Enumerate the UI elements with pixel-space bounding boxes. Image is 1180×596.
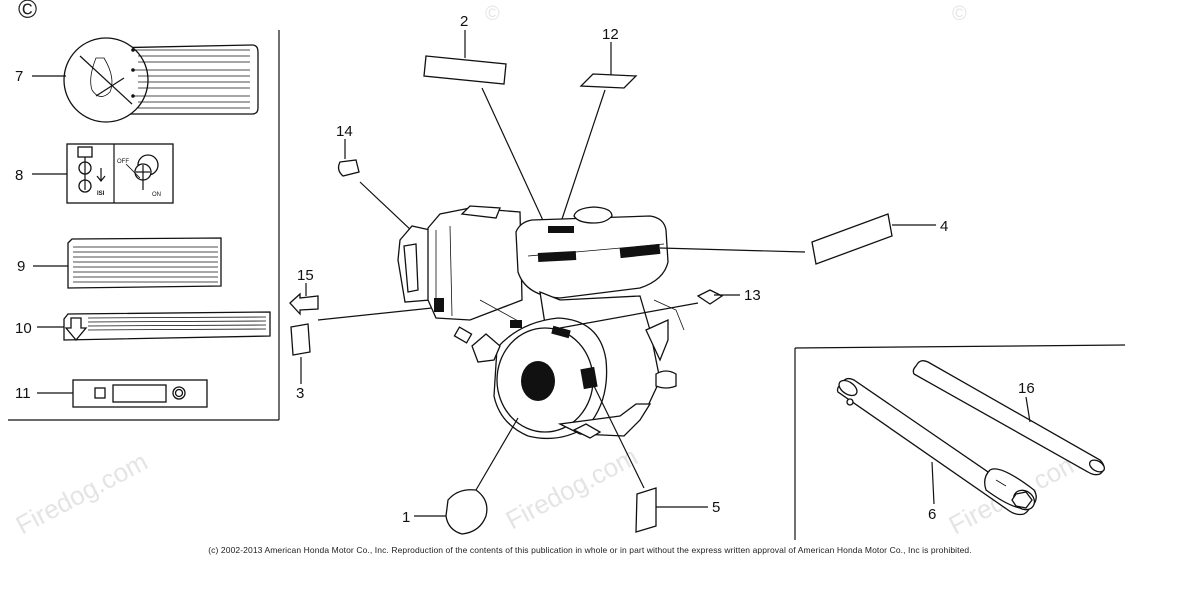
part-10-arrow-strip-label[interactable] [63, 311, 271, 342]
part-12-label[interactable] [579, 73, 638, 89]
leader-line [593, 385, 645, 489]
part-2-label[interactable] [423, 55, 507, 85]
part-4-label[interactable] [811, 213, 893, 265]
leader-line [481, 87, 553, 241]
part-13-tag[interactable] [696, 289, 724, 305]
leader-line [559, 89, 606, 226]
part-9-text-label[interactable] [67, 237, 222, 289]
part-5-label[interactable] [635, 487, 657, 533]
leader-line [1025, 396, 1031, 423]
callout-7: 7 [15, 68, 23, 85]
callout-6: 6 [928, 506, 936, 523]
part-11-switch-label[interactable] [72, 379, 208, 408]
watermark-symbol: © [485, 3, 500, 25]
svg-text:ISI: ISI [97, 191, 105, 197]
part-1-emblem[interactable] [445, 489, 488, 535]
leader-line [559, 302, 699, 329]
watermark-symbol: © [952, 3, 967, 25]
part-15-arrow[interactable] [289, 292, 319, 316]
callout-5: 5 [712, 499, 720, 516]
callout-11: 11 [15, 385, 31, 402]
callout-9: 9 [17, 258, 25, 275]
part-16-tommy-bar[interactable] [912, 360, 1106, 476]
callout-10: 10 [15, 320, 32, 337]
callout-15: 15 [297, 267, 314, 284]
callout-4: 4 [940, 218, 948, 235]
part-14-tag[interactable] [337, 159, 360, 177]
callout-numbers: 1 2 3 4 5 6 7 8 9 10 11 12 13 14 15 16 [15, 13, 1035, 526]
right-panel-frame [794, 344, 1126, 540]
left-panel-frame [8, 30, 280, 421]
part-8-fuel-valve-label[interactable]: ISI OFF ON [66, 143, 174, 204]
engine-illustration [397, 205, 685, 440]
part-6-plug-wrench[interactable] [836, 377, 1038, 516]
part-7-oil-warning-label[interactable] [63, 37, 259, 123]
callout-14: 14 [336, 123, 353, 140]
callout-8: 8 [15, 167, 23, 184]
leader-line [931, 461, 935, 505]
leader-line [659, 247, 806, 253]
label-on-text: ON [152, 192, 161, 198]
callout-12: 12 [602, 26, 619, 43]
callout-13: 13 [744, 287, 761, 304]
callout-16: 16 [1018, 380, 1035, 397]
watermark-text: Firedog.com [501, 441, 643, 535]
callout-1: 1 [402, 509, 410, 526]
leader-line [317, 307, 433, 321]
corner-copyright-symbol: © [18, 0, 38, 24]
watermark-text: Firedog.com [11, 446, 153, 540]
callout-3: 3 [296, 385, 304, 402]
copyright-notice: (c) 2002-2013 American Honda Motor Co., … [208, 545, 972, 555]
leader-line [475, 417, 519, 491]
label-off-text: OFF [117, 159, 129, 165]
callout-2: 2 [460, 13, 468, 30]
part-3-plate[interactable] [290, 323, 311, 356]
